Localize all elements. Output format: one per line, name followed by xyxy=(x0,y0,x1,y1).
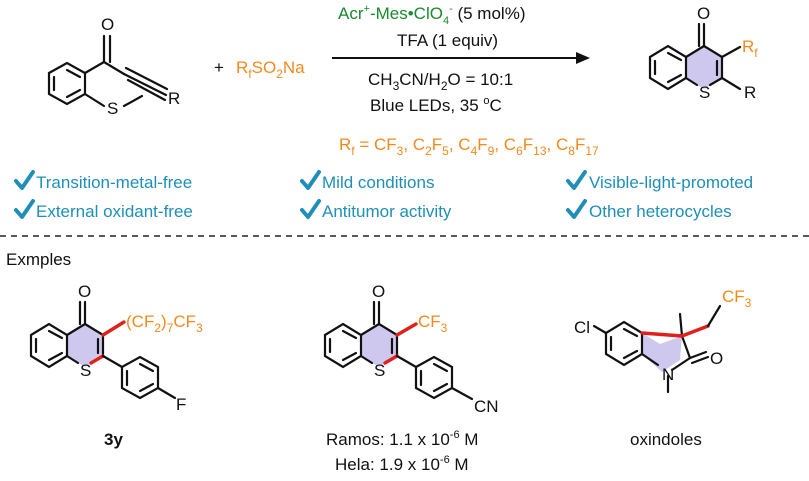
ex2-sulfur-label: S xyxy=(374,361,385,380)
feature-item: Transition-metal-free xyxy=(36,173,192,192)
ex1-sulfur-label: S xyxy=(80,361,91,380)
check-icon xyxy=(300,170,321,190)
rf-definition: Rf = CF3, C2F5, C4F9, C6F13, C8F17 xyxy=(339,135,599,158)
examples-heading: Exmples xyxy=(6,250,71,269)
sulfinate-reagent: RfSO2Na xyxy=(236,58,305,81)
example-3y-structure: O S F (CF2)7CF3 xyxy=(29,282,203,414)
feature-item: Visible-light-promoted xyxy=(589,173,753,192)
ex3-cf3-label: CF3 xyxy=(722,287,752,310)
product-oxygen-label: O xyxy=(697,4,710,23)
substrate-sulfur-label: S xyxy=(107,99,118,118)
product-structure: O S R Rf xyxy=(648,4,758,102)
plus-sign: + xyxy=(214,58,224,77)
feature-item: Antitumor activity xyxy=(322,202,452,221)
check-icon xyxy=(566,170,587,190)
product-sulfur-label: S xyxy=(699,83,710,102)
features-list: Transition-metal-free Mild conditions Vi… xyxy=(14,170,753,221)
ic50-hela: Hela: 1.9 x 10-6 M xyxy=(335,454,469,474)
ex2-cf3-label: CF3 xyxy=(418,312,448,335)
ex1-fluorine-label: F xyxy=(176,395,186,414)
ex1-oxygen-label: O xyxy=(78,282,91,301)
light-condition: Blue LEDs, 35 oC xyxy=(370,95,502,115)
product-r-label: R xyxy=(744,83,756,102)
solvent-condition: CH3CN/H2O = 10:1 xyxy=(368,70,513,93)
example-oxindole-structure: Cl O N CF3 xyxy=(574,287,752,394)
ic50-ramos: Ramos: 1.1 x 10-6 M xyxy=(326,429,478,449)
ex1-perfluoro-chain: (CF2)7CF3 xyxy=(126,312,203,335)
catalyst-condition: Acr+-Mes•ClO4- (5 mol%) xyxy=(338,3,525,27)
product-rf-label: Rf xyxy=(742,37,758,60)
example-2-structure: O S CN CF3 xyxy=(323,282,499,416)
check-icon xyxy=(14,199,35,219)
check-icon xyxy=(566,199,587,219)
feature-item: Mild conditions xyxy=(322,173,434,192)
oxindoles-label: oxindoles xyxy=(630,430,702,449)
substrate-structure: O S R xyxy=(47,15,180,118)
compound-label-3y: 3y xyxy=(104,430,123,449)
check-icon xyxy=(300,199,321,219)
substrate-oxygen-label: O xyxy=(101,15,114,34)
substrate-r-label: R xyxy=(168,89,180,108)
ex3-oxygen-label: O xyxy=(710,349,723,368)
feature-item: Other heterocycles xyxy=(589,202,732,221)
ex2-oxygen-label: O xyxy=(372,282,385,301)
ex2-nitrile-label: CN xyxy=(474,397,499,416)
ex3-nitrogen-label: N xyxy=(662,365,674,384)
reaction-arrowhead xyxy=(576,52,590,64)
acid-condition: TFA (1 equiv) xyxy=(397,31,498,50)
feature-item: External oxidant-free xyxy=(36,202,193,221)
ex3-chlorine-label: Cl xyxy=(574,318,590,337)
check-icon xyxy=(14,170,35,190)
